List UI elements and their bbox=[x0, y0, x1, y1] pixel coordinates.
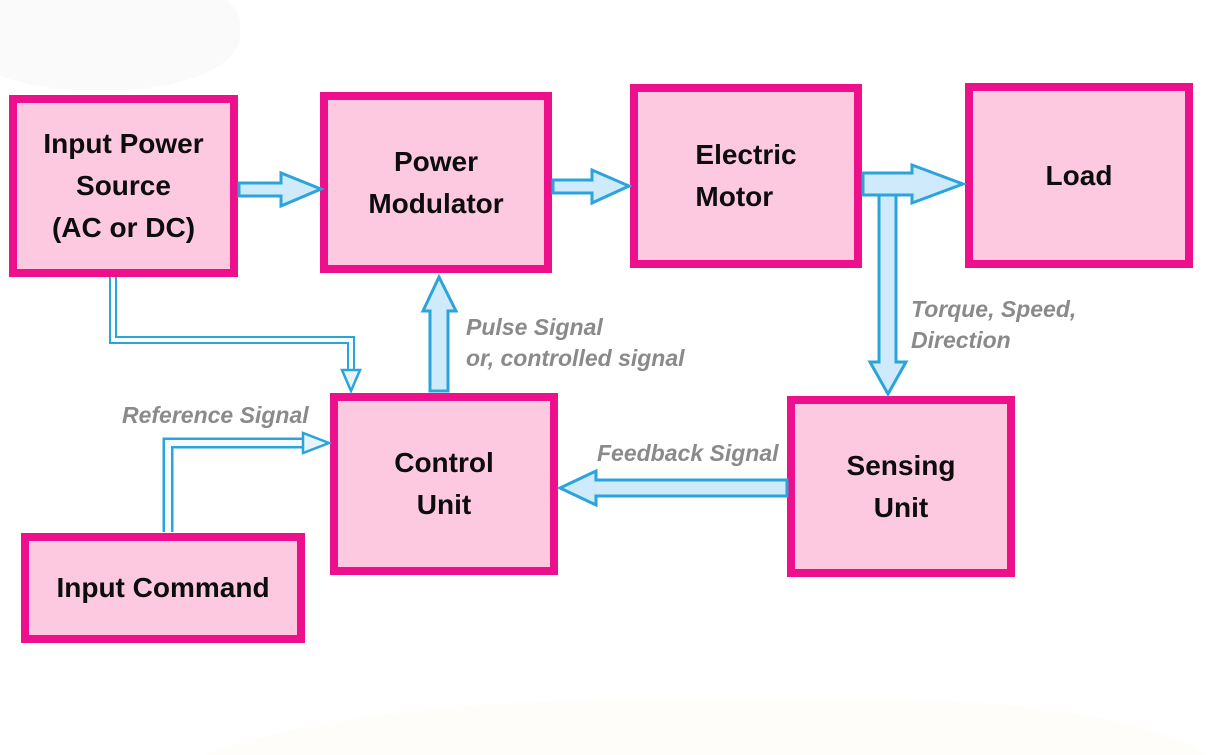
arrow-motor-to-sensing-unit bbox=[867, 193, 909, 398]
arrow-power-source-to-modulator bbox=[237, 170, 325, 209]
arrow-input-command-to-control-unit bbox=[162, 437, 303, 532]
block-label: Load bbox=[1046, 155, 1113, 197]
label-torque-speed-direction: Torque, Speed, Direction bbox=[911, 294, 1076, 356]
block-label-line: Control bbox=[394, 447, 494, 478]
block-electric-motor: Electric Motor bbox=[630, 84, 862, 268]
label-reference-signal: Reference Signal bbox=[122, 402, 309, 428]
block-load: Load bbox=[965, 83, 1193, 268]
arrow-modulator-to-motor bbox=[551, 167, 633, 206]
label-feedback-signal: Feedback Signal bbox=[597, 440, 779, 466]
block-label: Control Unit bbox=[394, 442, 494, 526]
block-label: Sensing Unit bbox=[847, 445, 956, 529]
block-control-unit: Control Unit bbox=[330, 393, 558, 575]
block-label-line: Load bbox=[1045, 159, 1113, 191]
block-label-line: Power bbox=[393, 145, 479, 177]
label-line: or, controlled signal bbox=[466, 345, 685, 371]
arrowhead-power-source-to-control-unit bbox=[340, 368, 362, 395]
block-input-command: Input Command bbox=[21, 533, 305, 643]
block-input-power-source: Input Power Source (AC or DC) bbox=[9, 95, 238, 277]
block-label-line: Input Power bbox=[43, 128, 204, 159]
arrow-sensing-unit-to-control-unit bbox=[556, 468, 789, 508]
block-label-line: Motor bbox=[695, 181, 774, 212]
label-line: Torque, Speed, bbox=[911, 296, 1077, 322]
block-label-line: Unit bbox=[873, 491, 929, 523]
arrow-control-unit-to-modulator bbox=[420, 273, 459, 393]
block-label-line: Sensing bbox=[846, 449, 956, 481]
label-line: Pulse Signal bbox=[466, 314, 603, 340]
block-label: Input Power Source (AC or DC) bbox=[43, 123, 203, 249]
block-sensing-unit: Sensing Unit bbox=[787, 396, 1015, 577]
block-label-line: Input Command bbox=[56, 572, 270, 603]
background-smudge-top-left bbox=[0, 0, 240, 90]
arrow-power-source-to-control-unit-inner bbox=[111, 277, 353, 372]
arrow-power-source-to-control-unit bbox=[109, 277, 355, 372]
background-smudge-bottom bbox=[130, 700, 1208, 755]
arrow-motor-to-load bbox=[861, 162, 968, 206]
arrowhead-input-command-to-control-unit bbox=[301, 431, 333, 455]
block-label: Power Modulator bbox=[368, 141, 503, 225]
block-label-line: (AC or DC) bbox=[51, 212, 196, 243]
block-label: Input Command bbox=[56, 567, 269, 609]
arrow-input-command-to-control-unit-inner bbox=[165, 440, 303, 532]
label-line: Direction bbox=[911, 327, 1011, 353]
block-label-line: Modulator bbox=[368, 187, 504, 219]
label-pulse-signal: Pulse Signal or, controlled signal bbox=[466, 312, 685, 374]
block-power-modulator: Power Modulator bbox=[320, 92, 552, 273]
block-label-line: Electric bbox=[695, 139, 797, 170]
block-label-line: Source bbox=[76, 170, 171, 201]
block-label: Electric Motor bbox=[695, 134, 796, 218]
block-label-line: Unit bbox=[416, 489, 472, 520]
